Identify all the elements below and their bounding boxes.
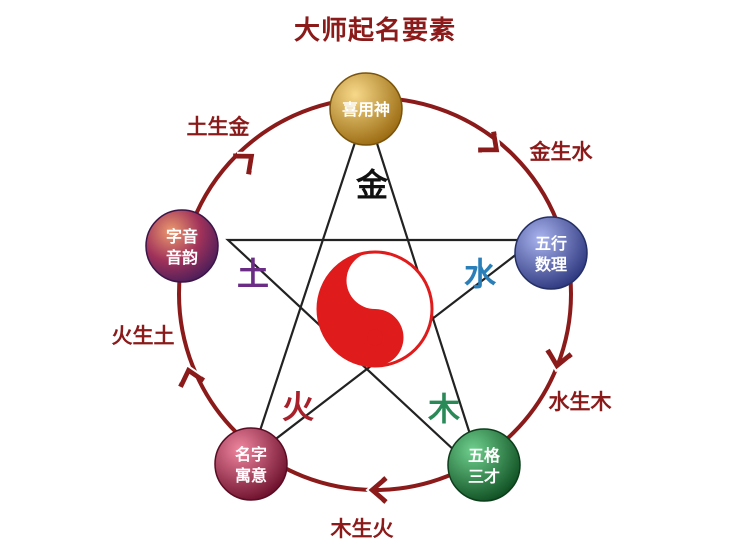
label-tu-sheng-jin: 土生金 [187, 115, 251, 139]
node-ziyin-yinyun: 字音 音韵 [145, 209, 219, 283]
arrow-mu-to-huo [365, 476, 388, 504]
node-mingzi-yuyi-line1: 名字 [235, 445, 267, 464]
arrow-huo-to-tu [178, 363, 206, 388]
node-xiyongshen: 喜用神 [329, 72, 403, 146]
arrow-jin-to-shui [478, 131, 502, 155]
label-jin-sheng-shui: 金生水 [529, 140, 594, 164]
element-shui: 水 [464, 255, 497, 293]
diagram-title: 大师起名要素 [293, 16, 456, 46]
node-wuxing-shuli-line2: 数理 [535, 255, 567, 274]
arrow-shui-to-mu [545, 348, 573, 373]
node-wuge-sancai-line1: 五格 [468, 446, 501, 465]
label-huo-sheng-tu: 火生土 [112, 324, 175, 348]
node-wuge-sancai: 五格 三才 [447, 428, 521, 502]
element-mu: 木 [427, 390, 460, 428]
node-wuxing-shuli: 五行 数理 [514, 216, 588, 290]
pentagram-star [225, 105, 539, 482]
node-mingzi-yuyi: 名字 寓意 [214, 427, 288, 501]
element-jin: 金 [355, 166, 389, 204]
yinyang-symbol [316, 250, 434, 368]
node-wuxing-shuli-line1: 五行 [535, 234, 567, 253]
label-shui-sheng-mu: 水生木 [549, 390, 613, 414]
node-wuge-sancai-line2: 三才 [468, 467, 500, 486]
arrow-tu-to-jin [233, 151, 257, 175]
node-ziyin-yinyun-line1: 字音 [166, 227, 198, 246]
node-mingzi-yuyi-line2: 寓意 [235, 466, 267, 485]
node-xiyongshen-label: 喜用神 [342, 100, 390, 119]
element-tu: 土 [237, 255, 269, 293]
node-ziyin-yinyun-line2: 音韵 [166, 248, 198, 267]
label-mu-sheng-huo: 木生火 [330, 517, 394, 541]
element-huo: 火 [282, 388, 314, 426]
